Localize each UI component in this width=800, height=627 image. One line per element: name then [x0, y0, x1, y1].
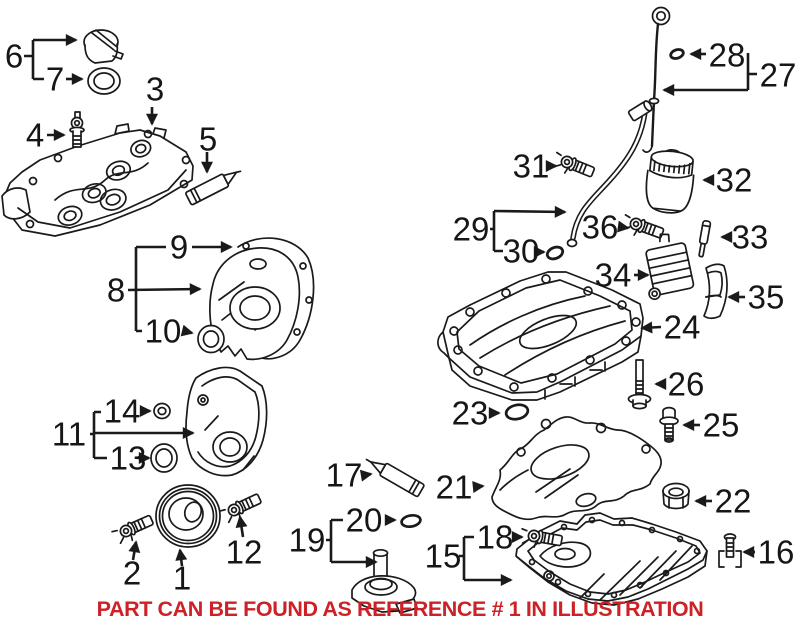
cooler-bracket: [703, 263, 728, 320]
cap-nut: [662, 482, 690, 510]
callout-33: 33: [731, 218, 769, 256]
callout-31: 31: [512, 147, 550, 185]
filter-housing-bolt: [549, 150, 597, 184]
callout-13: 13: [109, 439, 147, 477]
leader-lines: [24, 34, 757, 586]
pulley-bolt: [110, 512, 157, 548]
valve-cover: [1, 123, 194, 237]
oil-funnel: [351, 548, 418, 614]
callout-18: 18: [476, 518, 514, 556]
pan-long-bolt: [627, 359, 652, 410]
callout-22: 22: [714, 482, 752, 520]
callout-23: 23: [451, 394, 489, 432]
callout-25: 25: [702, 406, 740, 444]
upper-oil-pan: [437, 271, 644, 401]
pan-bolt: [659, 406, 679, 443]
crankshaft-pulley: [155, 484, 221, 548]
pan-mount-bolt: [718, 533, 742, 568]
callout-12: 12: [225, 533, 263, 571]
callout-15: 15: [424, 537, 462, 575]
callout-20: 20: [345, 501, 383, 539]
oil-filler-cap: [83, 29, 124, 64]
funnel-o-ring: [400, 513, 422, 529]
callout-21: 21: [435, 468, 473, 506]
oil-cooler: [645, 233, 695, 301]
tube-o-ring: [545, 245, 565, 261]
callout-32: 32: [715, 161, 753, 199]
lower-timing-cover: [185, 366, 268, 477]
callout-6: 6: [4, 37, 24, 75]
dipstick-tube: [566, 100, 653, 248]
callout-29: 29: [452, 210, 490, 248]
oil-baffle-plate: [491, 416, 662, 521]
callout-26: 26: [667, 365, 705, 403]
callout-9: 9: [169, 228, 189, 266]
callout-27: 27: [759, 56, 797, 94]
callout-5: 5: [198, 120, 218, 158]
reference-note: PART CAN BE FOUND AS REFERENCE # 1 IN IL…: [96, 597, 704, 621]
callout-3: 3: [145, 70, 165, 108]
callout-16: 16: [757, 533, 795, 571]
callout-8: 8: [106, 271, 126, 309]
sealant-tube-2: [365, 458, 425, 498]
dowel-pin: [698, 219, 712, 258]
small-seal-ring: [153, 402, 171, 420]
dipstick-o-ring: [669, 48, 685, 60]
callout-24: 24: [663, 308, 701, 346]
callout-14: 14: [103, 392, 141, 430]
callout-11: 11: [51, 415, 87, 453]
lower-oil-pan: [515, 512, 708, 606]
callout-10: 10: [144, 312, 182, 350]
sealant-tube: [185, 170, 242, 206]
cover-bolt: [69, 111, 85, 148]
callout-30: 30: [502, 232, 540, 270]
callout-36: 36: [581, 208, 619, 246]
callout-35: 35: [747, 278, 785, 316]
crankshaft-seal: [197, 324, 225, 354]
callout-4: 4: [25, 116, 45, 154]
callout-2: 2: [122, 554, 142, 592]
callout-34: 34: [594, 256, 632, 294]
filler-cap-seal: [87, 67, 121, 95]
callout-1: 1: [172, 559, 192, 597]
callout-17: 17: [325, 456, 363, 494]
callout-19: 19: [288, 521, 326, 559]
pan-o-ring: [504, 403, 530, 421]
callout-7: 7: [45, 60, 65, 98]
seal-ring: [150, 443, 178, 473]
oil-filter: [645, 149, 695, 214]
callout-28: 28: [708, 36, 746, 74]
dipstick: [642, 6, 671, 153]
